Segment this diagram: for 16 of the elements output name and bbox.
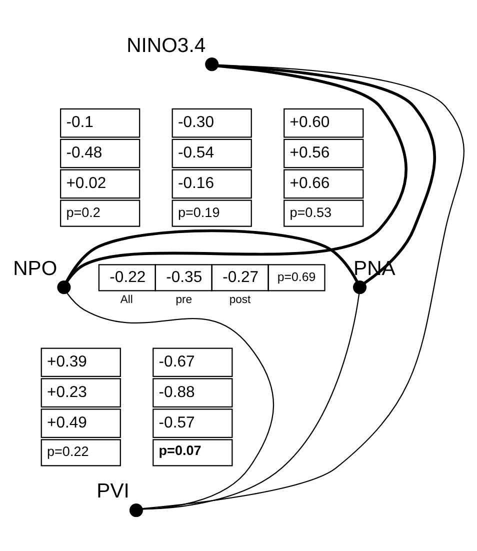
node-label: NPO	[13, 257, 58, 280]
node-circle	[129, 503, 143, 517]
node-circle	[205, 57, 219, 71]
node-label: PVI	[96, 480, 130, 502]
connector	[66, 228, 358, 282]
node-label: NINO3.4	[126, 34, 206, 56]
node-label: All	[120, 294, 133, 306]
node-circle	[352, 280, 367, 294]
node-label: post	[229, 294, 251, 306]
connector	[218, 64, 436, 284]
connector	[66, 64, 408, 282]
node-circle	[57, 280, 71, 294]
node-label: pre	[176, 294, 192, 306]
connector	[66, 292, 274, 510]
connector	[142, 293, 360, 510]
connector	[142, 64, 464, 509]
